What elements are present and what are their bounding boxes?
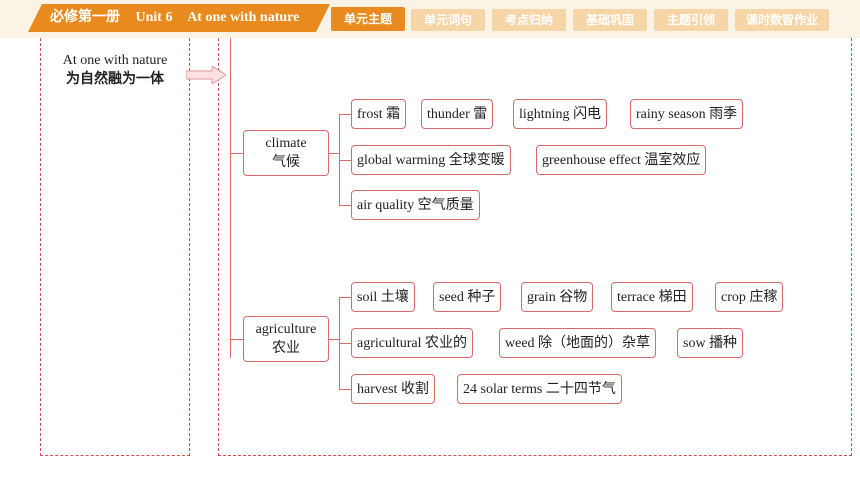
category-agriculture-zh: 农业	[272, 340, 300, 356]
term-box: sow 播种	[677, 328, 744, 358]
connector-line	[339, 114, 340, 205]
term-box: crop 庄稼	[715, 282, 784, 312]
branch-line-agriculture	[230, 339, 243, 340]
term-box: frost 霜	[351, 99, 407, 129]
tab-homework[interactable]: 课时数智作业	[735, 9, 829, 31]
tree-trunk-line	[230, 38, 231, 358]
term-box: harvest 收割	[351, 374, 435, 404]
term-box: soil 土壤	[351, 282, 415, 312]
tab-key-points[interactable]: 考点归纳	[492, 9, 566, 31]
connector-line	[329, 339, 339, 340]
tab-unit-theme[interactable]: 单元主题	[331, 7, 405, 31]
term-box: lightning 闪电	[513, 99, 608, 129]
category-climate-zh: 气候	[272, 154, 300, 170]
term-box: air quality 空气质量	[351, 190, 480, 220]
term-box: terrace 梯田	[611, 282, 693, 312]
topic-title-zh: 为自然融为一体	[66, 71, 164, 87]
term-box: 24 solar terms 二十四节气	[457, 374, 622, 404]
term-box: thunder 雷	[421, 99, 494, 129]
term-box: agricultural 农业的	[351, 328, 474, 358]
unit-title-banner: 必修第一册 Unit 6 At one with nature	[28, 4, 330, 32]
connector-line	[339, 160, 351, 161]
connector-line	[339, 205, 351, 206]
mindmap-panel	[218, 38, 852, 456]
connector-line	[339, 343, 351, 344]
category-agriculture-en: agriculture	[255, 322, 317, 337]
term-box: seed 种子	[433, 282, 502, 312]
topic-panel	[40, 38, 190, 456]
right-arrow-icon	[186, 66, 226, 84]
header-bar: 必修第一册 Unit 6 At one with nature 单元主题 单元词…	[0, 0, 860, 38]
category-agriculture: agriculture 农业	[243, 316, 329, 362]
term-box: greenhouse effect 温室效应	[536, 145, 707, 175]
tab-unit-vocabulary[interactable]: 单元词句	[411, 9, 485, 31]
branch-line-climate	[230, 153, 243, 154]
category-climate-en: climate	[265, 136, 307, 151]
book-label: 必修第一册	[50, 10, 120, 25]
connector-line	[329, 153, 339, 154]
term-box: grain 谷物	[521, 282, 594, 312]
tab-theme-guide[interactable]: 主题引领	[654, 9, 728, 31]
connector-line	[339, 297, 351, 298]
term-box: weed 除（地面的）杂草	[499, 328, 657, 358]
topic-title: At one with nature 为自然融为一体	[42, 52, 188, 88]
topic-title-en: At one with nature	[62, 53, 168, 68]
category-climate: climate 气候	[243, 130, 329, 176]
unit-label: Unit 6	[135, 10, 173, 25]
connector-line	[339, 114, 351, 115]
unit-theme-label: At one with nature	[187, 10, 300, 25]
connector-line	[339, 389, 351, 390]
term-box: rainy season 雨季	[630, 99, 744, 129]
tab-basic-practice[interactable]: 基础巩固	[573, 9, 647, 31]
term-box: global warming 全球变暖	[351, 145, 511, 175]
